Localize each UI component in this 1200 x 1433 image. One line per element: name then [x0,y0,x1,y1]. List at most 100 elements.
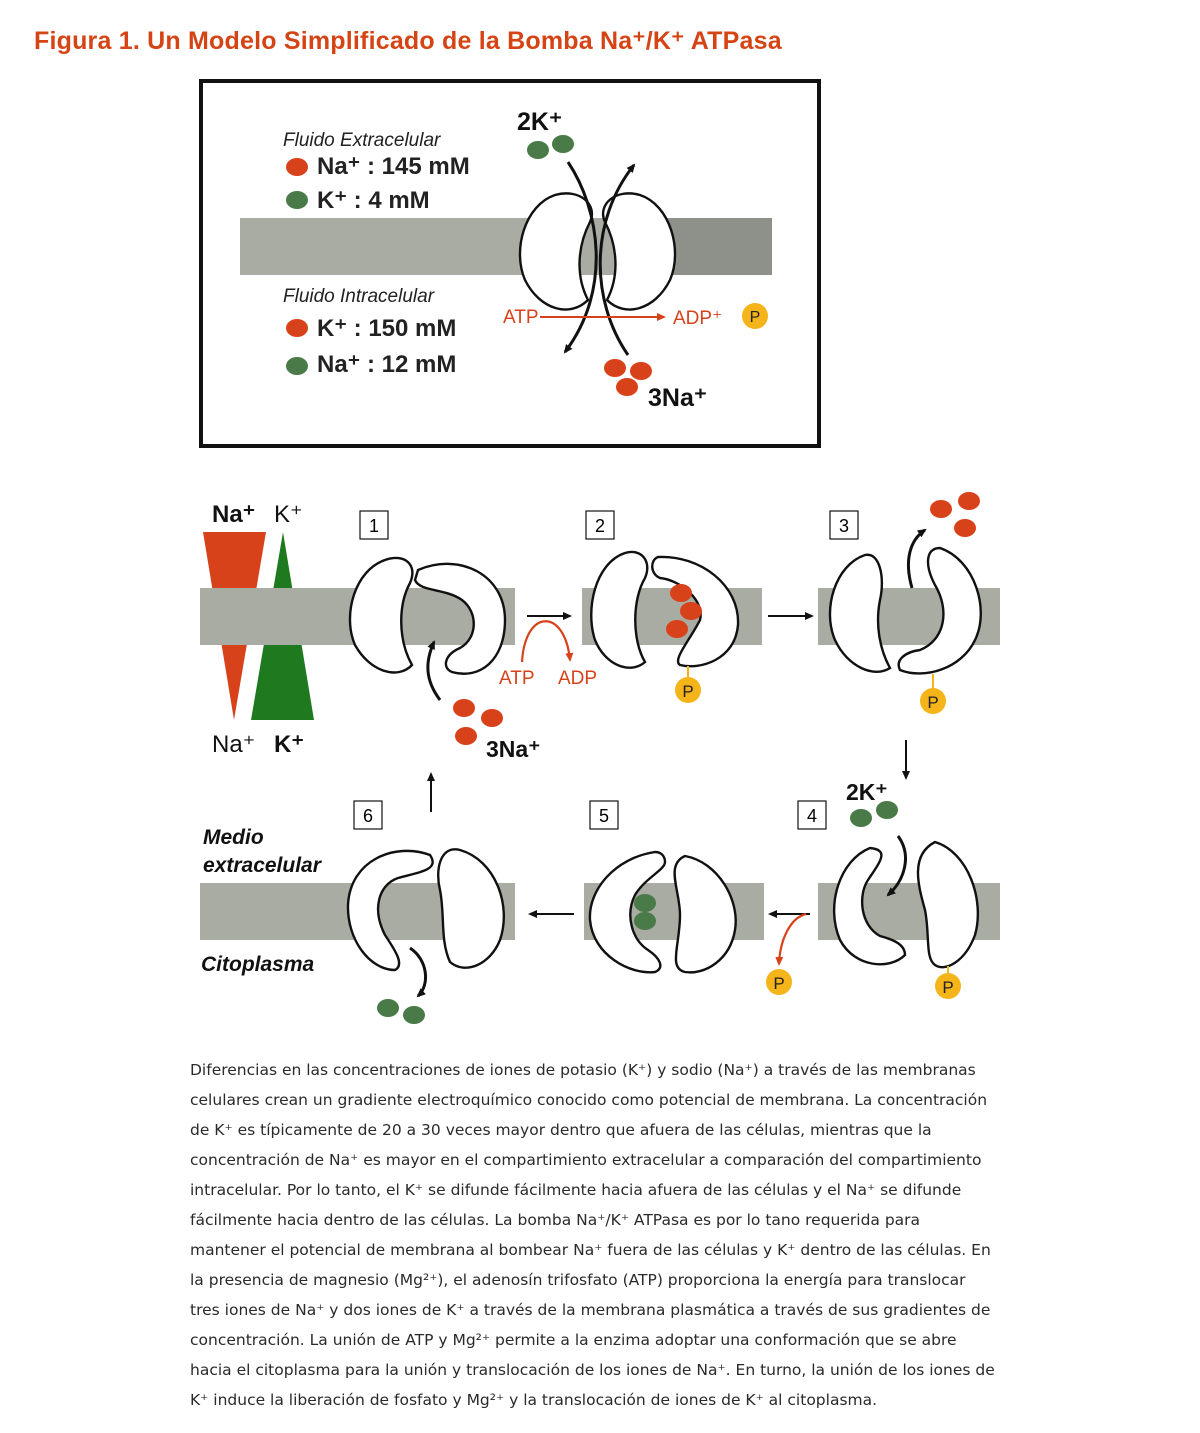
phosphate-icon [675,677,701,703]
sodium-ion [680,602,702,620]
potassium-ion [850,809,872,827]
sodium-ion [954,519,976,537]
step-3-pump: P [828,492,982,714]
gradient-bottom-na: Na⁺ [212,731,255,758]
phosphate-release-arrow [775,912,807,966]
potassium-ion [286,357,308,375]
pump-right-half [651,555,740,668]
phosphate-label: P [927,693,938,712]
pump-right-half [602,192,677,311]
sodium-ion [670,584,692,602]
atp-label: ATP [503,307,539,328]
sodium-ion [286,158,308,176]
phosphate-label: P [682,682,693,701]
step-2-pump: P [590,550,740,703]
step-6-pump [346,848,505,1024]
sodium-ion [286,319,308,337]
sodium-ion [453,699,475,717]
k2-label: 2K⁺ [846,779,888,805]
sodium-ion [630,362,652,380]
potassium-ion [552,135,574,153]
sodium-ion [666,620,688,638]
na-outward-arrow [598,163,636,356]
potassium-ion [876,801,898,819]
gradient-top-na: Na⁺ [212,501,255,528]
intra-k-conc: K⁺ : 150 mM [317,315,456,342]
figure-caption: Diferencias en las concentraciones de io… [190,1055,1000,1415]
pump-left-half [346,849,434,972]
extra-na-conc: Na⁺ : 145 mM [317,153,470,180]
gradient-top-k: K⁺ [274,501,303,528]
step-number-4: 4 [807,806,817,826]
phosphate-label: P [773,974,784,993]
pump-diagram: Fluido Extracelular Na⁺ : 145 mM K⁺ : 4 … [199,79,1000,1024]
extracellular-side-label-2: extracelular [203,854,323,877]
sodium-ion [604,359,626,377]
atp-hydrolysis-arrow [520,620,574,663]
pump-right-half [916,840,980,969]
extra-k-conc: K⁺ : 4 mM [317,187,430,214]
step-1-pump: 3Na⁺ [348,556,540,762]
top-panel: Fluido Extracelular Na⁺ : 145 mM K⁺ : 4 … [199,79,821,448]
step-number-6: 6 [363,806,373,826]
caption-text: Diferencias en las concentraciones de io… [190,1061,995,1409]
step-5-pump [588,850,737,974]
step-atp-label: ATP [499,668,535,689]
potassium-ion [527,141,549,159]
na-release-arrow [906,528,927,589]
adp-label: ADP⁺ [673,308,722,329]
step-number-2: 2 [595,516,605,536]
panel-frame [199,79,821,448]
potassium-ion [634,912,656,930]
potassium-ion [403,1006,425,1024]
pump-left-half [828,553,892,673]
na3-label: 3Na⁺ [486,736,540,762]
intracellular-label: Fluido Intracelular [283,286,435,307]
step-box-3 [829,510,859,540]
na-entry-arrow [426,640,442,701]
step-number-5: 5 [599,806,609,826]
sodium-ion [958,492,980,510]
pump-left-half [588,850,667,974]
pump-right-half [413,562,507,675]
extracellular-side-label-1: Medio [203,826,264,849]
step-box-6 [353,800,383,830]
step-adp-label: ADP [558,668,597,689]
phosphate-label: P [942,978,953,997]
phosphate-icon [742,303,768,329]
potassium-ion [377,999,399,1017]
potassium-ion [286,191,308,209]
potassium-ion [634,894,656,912]
step-labels: 1 2 3 4 5 6 [353,510,859,830]
step-box-4 [797,800,827,830]
pump-left-half [518,192,593,311]
phosphate-icon [935,973,961,999]
pump-left-half [348,556,414,674]
sodium-ion [481,709,503,727]
gradient-bottom-k: K⁺ [274,731,304,758]
step-box-2 [585,510,615,540]
sodium-ion [930,500,952,518]
step-4-pump: 2K⁺ P [832,779,980,999]
phosphate-icon [766,969,792,995]
extracellular-label: Fluido Extracelular [283,130,441,151]
step-number-1: 1 [369,516,379,536]
phosphate-icon [920,688,946,714]
na-out-label: 3Na⁺ [648,384,707,412]
k-release-arrow [409,946,427,998]
step-number-3: 3 [839,516,849,536]
pump-right-half [897,546,982,675]
pump-left-half [590,550,649,669]
k-inward-arrow [563,161,598,354]
intra-na-conc: Na⁺ : 12 mM [317,351,456,378]
figure-title: Figura 1. Un Modelo Simplificado de la B… [34,27,782,55]
step-box-5 [589,800,619,830]
phosphate-label: P [750,309,761,326]
k-in-label: 2K⁺ [517,108,562,136]
pump-left-half [832,846,907,966]
cytoplasm-side-label: Citoplasma [201,953,315,976]
sodium-ion [455,727,477,745]
k-entry-arrow [886,835,907,897]
membrane-top-shade [660,218,772,275]
pump-right-half [437,848,505,969]
